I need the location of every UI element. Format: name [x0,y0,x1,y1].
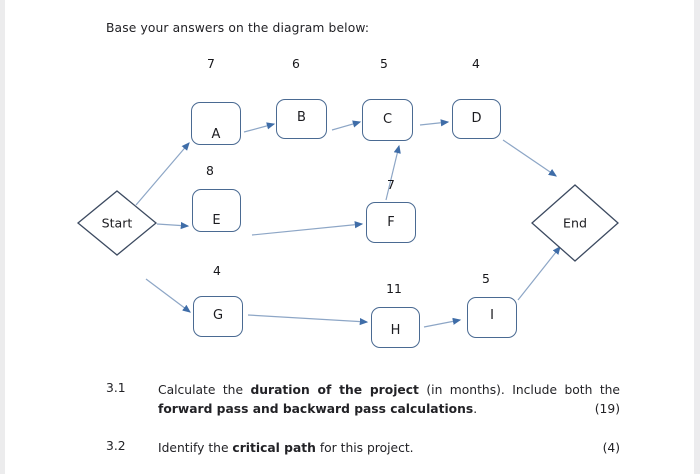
node-g[interactable]: G [193,296,243,337]
arrow-start-a [135,142,190,206]
duration-label-a: 7 [207,56,215,71]
q1-text-1: Calculate the [158,383,251,397]
arrow-a-b [243,122,276,133]
q1-text-3: . [473,402,478,416]
node-i-label: I [490,308,494,323]
node-end-label: End [563,215,587,231]
question-3-2-number: 3.2 [106,439,126,453]
q1-text-2: (in months). Include both the [418,383,620,397]
question-3-2-body: Identify the critical path for this proj… [158,439,620,458]
node-h[interactable]: H [371,307,420,348]
arrow-start-g [145,278,191,313]
arrow-c-d [419,119,450,127]
node-c-label: C [382,112,393,127]
arrow-f-c [385,144,401,201]
arrow-b-c [331,120,362,131]
intro-text: Base your answers on the diagram below: [106,21,370,35]
question-3-1-number: 3.1 [106,381,126,395]
q1-bold-1: duration of the project [250,383,419,397]
duration-label-g: 4 [213,263,221,278]
node-a-label: A [211,127,221,142]
node-f[interactable]: F [366,202,416,243]
node-start-label: Start [101,215,133,231]
duration-label-f: 7 [387,177,395,192]
q2-bold-1: critical path [232,441,316,455]
start-diamond-shape [76,190,158,256]
node-g-label: G [212,308,224,323]
arrow-start-e [156,221,190,230]
node-e[interactable]: E [192,189,241,232]
node-f-label: F [387,215,395,230]
diagram-arrows [135,119,561,328]
duration-label-d: 4 [472,56,480,71]
duration-label-b: 6 [292,56,300,71]
arrow-h-i [423,317,462,328]
arrow-i-end [517,246,561,301]
node-i[interactable]: I [467,297,517,338]
node-b[interactable]: B [276,99,327,139]
q1-bold-2: forward pass and backward pass calculati… [158,402,474,416]
node-h-label: H [390,323,401,338]
q2-text-1: Identify the [158,441,233,455]
arrow-e-f [251,221,364,236]
duration-label-e: 8 [206,163,214,178]
arrow-d-end [502,139,557,177]
node-c[interactable]: C [362,99,413,141]
node-d-label: D [471,111,482,126]
duration-label-i: 5 [482,271,490,286]
node-b-label: B [297,110,306,125]
node-e-label: E [212,213,221,228]
duration-label-c: 5 [380,56,388,71]
node-d[interactable]: D [452,99,501,139]
node-end[interactable]: End [530,183,620,263]
q2-text-2: for this project. [315,441,414,455]
arrow-g-h [247,314,369,326]
question-3-2-marks: (4) [602,441,620,455]
question-3-1-marks: (19) [594,402,620,416]
network-diagram: 7 6 5 4 8 7 4 11 5 Start End [5,0,700,370]
node-start[interactable]: Start [76,189,158,257]
question-3-1-body: Calculate the duration of the project (i… [158,381,620,419]
node-a[interactable]: A [191,102,241,145]
duration-label-h: 11 [386,281,402,296]
end-diamond-shape [531,184,619,262]
